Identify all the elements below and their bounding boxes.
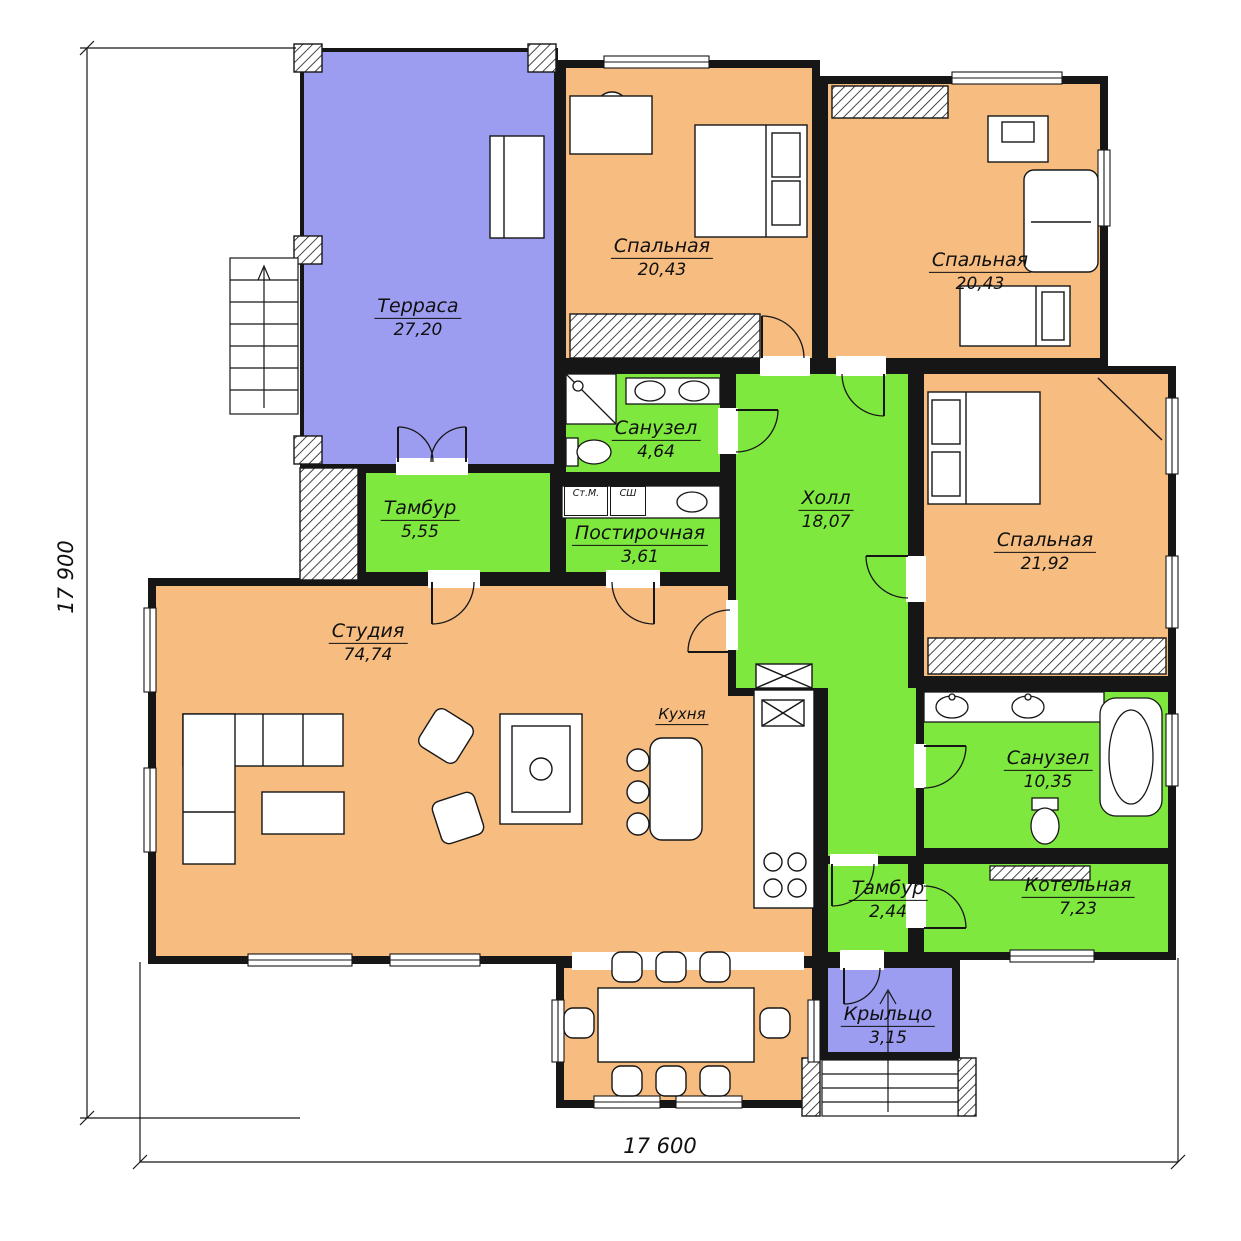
room-name: Спальная bbox=[993, 529, 1097, 554]
room-name: Санузел bbox=[1003, 747, 1093, 772]
door-opening bbox=[760, 356, 810, 376]
room-name: Санузел bbox=[611, 417, 701, 442]
door-opening bbox=[396, 458, 468, 475]
room-area: 5,55 bbox=[401, 522, 439, 543]
room-name: Тамбур bbox=[848, 877, 928, 902]
door-opening bbox=[914, 744, 926, 788]
room-hall-corridor bbox=[820, 688, 916, 856]
door-opening bbox=[840, 950, 884, 970]
label-bedroom-2: Спальная 20,43 bbox=[928, 249, 1032, 295]
room-area: 27,20 bbox=[393, 320, 443, 341]
label-terrace: Терраса 27,20 bbox=[374, 295, 462, 341]
label-bathroom-2: Санузел 10,35 bbox=[1003, 747, 1093, 793]
door-opening bbox=[906, 884, 926, 928]
label-studio: Студия 74,74 bbox=[328, 620, 408, 666]
room-name: Спальная bbox=[928, 249, 1032, 274]
door-opening bbox=[836, 356, 886, 376]
label-vestibule-2: Тамбур 2,44 bbox=[848, 877, 928, 923]
drying-cabinet-label: СШ bbox=[619, 488, 637, 499]
door-opening bbox=[718, 408, 738, 454]
room-area: 3,15 bbox=[869, 1028, 907, 1049]
room-bedroom-1 bbox=[558, 60, 820, 366]
room-area: 74,74 bbox=[343, 645, 393, 666]
wall-segment bbox=[728, 688, 828, 696]
room-terrace bbox=[300, 48, 558, 468]
room-area: 2,44 bbox=[869, 902, 907, 923]
door-opening bbox=[726, 600, 738, 650]
label-vestibule-1: Тамбур 5,55 bbox=[380, 497, 460, 543]
label-bathroom-1: Санузел 4,64 bbox=[611, 417, 701, 463]
label-kitchen: Кухня bbox=[655, 706, 709, 726]
label-bedroom-1: Спальная 20,43 bbox=[610, 235, 714, 281]
room-area: 4,64 bbox=[637, 442, 675, 463]
label-boiler: Котельная 7,23 bbox=[1021, 874, 1135, 920]
door-opening bbox=[606, 570, 660, 588]
room-area: 3,61 bbox=[621, 547, 659, 568]
room-bedroom-2 bbox=[820, 76, 1108, 366]
drying-cabinet-symbol: СШ bbox=[610, 486, 646, 516]
passage-opening bbox=[572, 952, 804, 970]
washing-machine-symbol: Ст.М. bbox=[564, 486, 608, 516]
room-name: Котельная bbox=[1021, 874, 1135, 899]
label-bedroom-3: Спальная 21,92 bbox=[993, 529, 1097, 575]
room-name: Холл bbox=[798, 487, 854, 512]
room-name: Кухня bbox=[655, 706, 709, 725]
room-area: 7,23 bbox=[1059, 899, 1097, 920]
room-dining-nook bbox=[556, 960, 820, 1108]
room-area: 20,43 bbox=[955, 274, 1005, 295]
door-opening bbox=[428, 570, 480, 588]
label-porch: Крыльцо 3,15 bbox=[840, 1003, 936, 1049]
room-name: Спальная bbox=[610, 235, 714, 260]
washing-machine-label: Ст.М. bbox=[572, 488, 600, 499]
room-name: Крыльцо bbox=[840, 1003, 936, 1028]
dimension-width: 17 600 bbox=[623, 1134, 697, 1158]
label-hall: Холл 18,07 bbox=[798, 487, 854, 533]
label-laundry: Постирочная 3,61 bbox=[571, 522, 709, 568]
room-area: 20,43 bbox=[637, 260, 687, 281]
room-area: 21,92 bbox=[1020, 554, 1070, 575]
room-area: 10,35 bbox=[1023, 772, 1073, 793]
terrace-stairs-symbol bbox=[229, 257, 299, 415]
room-name: Терраса bbox=[374, 295, 462, 320]
room-area bbox=[655, 725, 708, 726]
door-opening bbox=[830, 854, 878, 866]
room-name: Тамбур bbox=[380, 497, 460, 522]
room-bedroom-3 bbox=[916, 366, 1176, 684]
room-name: Постирочная bbox=[571, 522, 709, 547]
room-area: 18,07 bbox=[801, 512, 851, 533]
room-studio bbox=[148, 578, 820, 964]
room-name: Студия bbox=[328, 620, 408, 645]
dimension-height: 17 900 bbox=[54, 540, 78, 614]
door-opening bbox=[906, 556, 926, 602]
